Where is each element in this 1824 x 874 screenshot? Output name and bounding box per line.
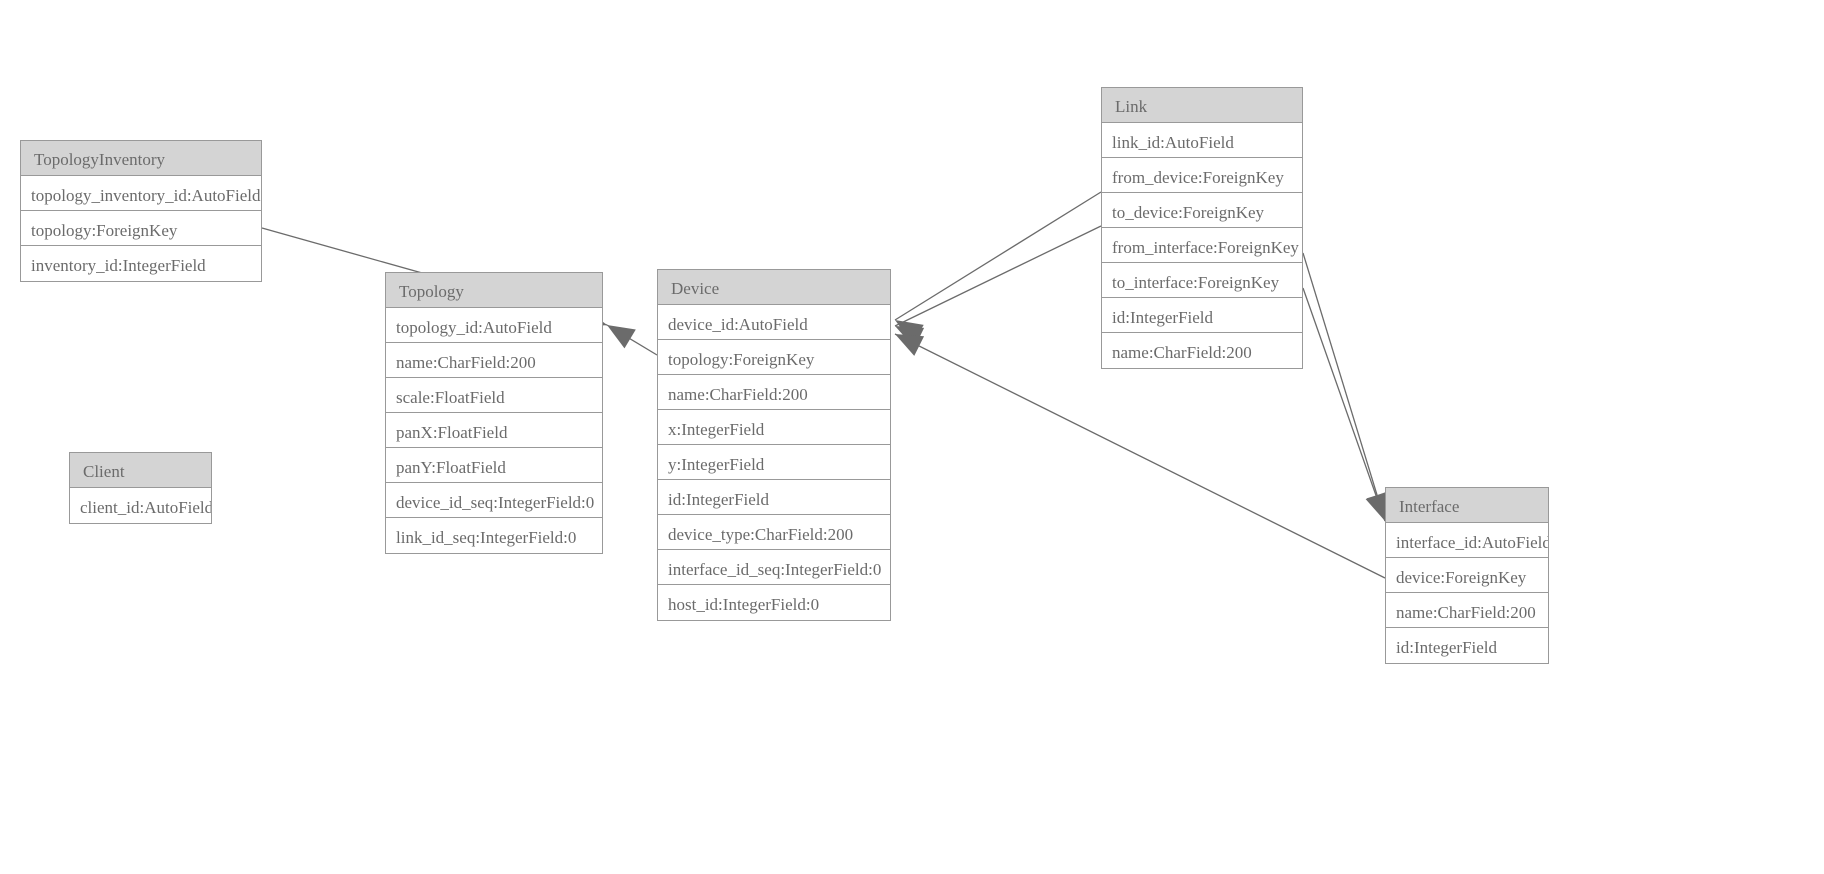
entity-field[interactable]: name:CharField:200: [658, 375, 890, 410]
entity-field[interactable]: name:CharField:200: [1386, 593, 1548, 628]
entity-field[interactable]: device_type:CharField:200: [658, 515, 890, 550]
entity-field[interactable]: from_device:ForeignKey: [1102, 158, 1302, 193]
entity-field[interactable]: link_id:AutoField: [1102, 123, 1302, 158]
entity-field[interactable]: y:IntegerField: [658, 445, 890, 480]
entity-field[interactable]: inventory_id:IntegerField: [21, 246, 261, 281]
entity-field[interactable]: client_id:AutoField: [70, 488, 211, 523]
relationship-line-link-fromdevice-device: [894, 191, 1102, 321]
entity-field[interactable]: interface_id:AutoField: [1386, 523, 1548, 558]
entity-field[interactable]: id:IntegerField: [658, 480, 890, 515]
relationship-arrowhead-device-topology: [607, 325, 636, 349]
entity-field[interactable]: id:IntegerField: [1102, 298, 1302, 333]
entity-field[interactable]: topology_inventory_id:AutoField: [21, 176, 261, 211]
entity-field[interactable]: name:CharField:200: [1102, 333, 1302, 368]
entity-field[interactable]: id:IntegerField: [1386, 628, 1548, 663]
entity-field[interactable]: scale:FloatField: [386, 378, 602, 413]
entity-field[interactable]: name:CharField:200: [386, 343, 602, 378]
entity-field[interactable]: device_id_seq:IntegerField:0: [386, 483, 602, 518]
entity-title-topology: Topology: [386, 273, 602, 308]
entity-field[interactable]: topology:ForeignKey: [21, 211, 261, 246]
entity-field[interactable]: topology_id:AutoField: [386, 308, 602, 343]
entity-title-device: Device: [658, 270, 890, 305]
entity-field[interactable]: device_id:AutoField: [658, 305, 890, 340]
relationship-line-link-frominterface-interface: [1302, 252, 1386, 522]
entity-field[interactable]: x:IntegerField: [658, 410, 890, 445]
entity-field[interactable]: panY:FloatField: [386, 448, 602, 483]
entity-title-interface: Interface: [1386, 488, 1548, 523]
relationship-arrowhead-link-todevice-device: [895, 326, 925, 348]
entity-title-link: Link: [1102, 88, 1302, 123]
relationship-arrowhead-interface-device-device: [895, 334, 925, 356]
entity-field[interactable]: interface_id_seq:IntegerField:0: [658, 550, 890, 585]
relationship-line-interface-device-device: [894, 333, 1386, 579]
entity-title-client: Client: [70, 453, 211, 488]
relationship-line-device-topology: [606, 324, 658, 356]
entity-field[interactable]: host_id:IntegerField:0: [658, 585, 890, 620]
entity-field[interactable]: to_device:ForeignKey: [1102, 193, 1302, 228]
entity-field[interactable]: to_interface:ForeignKey: [1102, 263, 1302, 298]
relationship-arrowhead-link-fromdevice-device: [895, 320, 924, 344]
entity-field[interactable]: topology:ForeignKey: [658, 340, 890, 375]
entity-field[interactable]: panX:FloatField: [386, 413, 602, 448]
entity-field[interactable]: link_id_seq:IntegerField:0: [386, 518, 602, 553]
entity-title-topologyinventory: TopologyInventory: [21, 141, 261, 176]
relationship-line-link-tointerface-interface: [1302, 287, 1386, 522]
entity-field[interactable]: from_interface:ForeignKey: [1102, 228, 1302, 263]
relationship-line-link-todevice-device: [894, 225, 1102, 327]
entity-field[interactable]: device:ForeignKey: [1386, 558, 1548, 593]
